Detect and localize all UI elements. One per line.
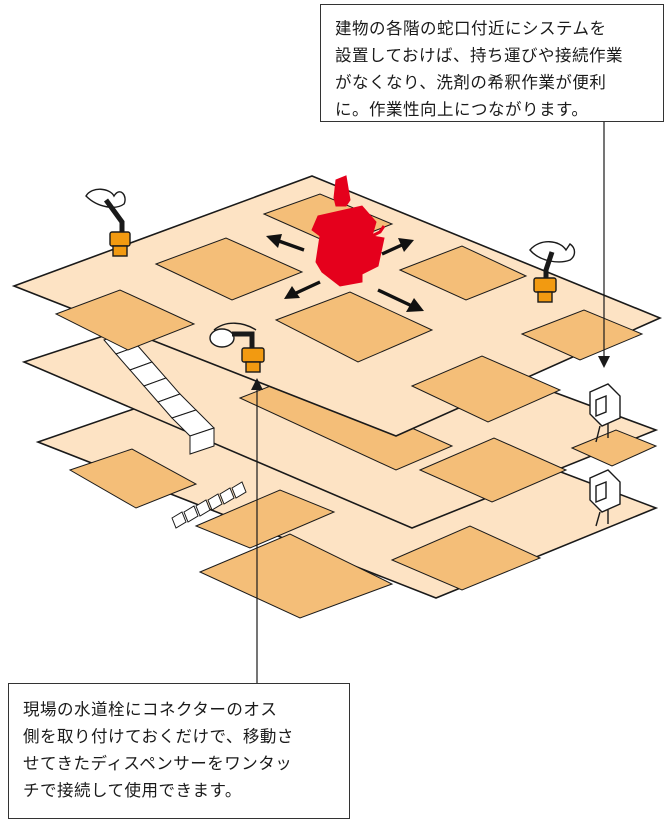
floor-bottom-room xyxy=(198,533,394,619)
callout-text-line: がなくなり、洗剤の希釈作業が便利 xyxy=(335,73,607,92)
staircase-bottom xyxy=(171,481,247,529)
callout-text-line: 設置しておけば、持ち運びや接続作業 xyxy=(335,46,624,65)
faucet-with-connector-icon xyxy=(85,188,131,257)
callout-text-line: 現場の水道栓にコネクターのオス xyxy=(23,700,278,719)
dispenser-machine-icon xyxy=(311,175,386,287)
wall-mounted-dispenser-icon xyxy=(589,469,621,527)
floor-top-room xyxy=(398,245,528,301)
callout-leader-top xyxy=(598,122,610,368)
floor-top-room xyxy=(54,289,196,351)
callout-leader-bottom xyxy=(251,378,263,683)
callout-text-line: チで接続して使用できます。 xyxy=(23,781,242,800)
floor-middle-room xyxy=(418,437,568,503)
callout-text-line: に。作業性向上につながります。 xyxy=(335,100,589,119)
floor-bottom-room xyxy=(390,525,542,591)
floor-top-room xyxy=(520,309,644,361)
movement-arrow-icon xyxy=(266,234,424,312)
floor-bottom-room xyxy=(68,448,198,509)
floor-middle-room xyxy=(570,429,658,467)
floor-top-room xyxy=(154,237,304,301)
faucet-with-connector-icon xyxy=(209,322,265,373)
faucet-with-connector-icon xyxy=(529,241,576,303)
staircase-middle xyxy=(103,331,215,455)
wall-mounted-dispenser-icon xyxy=(589,383,621,443)
floor-top-room xyxy=(410,355,562,423)
callout-text-line: 建物の各階の蛇口付近にシステムを xyxy=(335,19,607,38)
callout-text-line: せてきたディスペンサーをワンタッ xyxy=(23,754,293,773)
callout-box-top: 建物の各階の蛇口付近にシステムを 設置しておけば、持ち運びや接続作業 がなくなり… xyxy=(320,4,664,122)
floor-top xyxy=(11,175,663,437)
callout-text-line: 側を取り付けておくだけで、移動さ xyxy=(23,727,294,746)
floor-bottom-corridor-room xyxy=(194,489,336,549)
callout-box-bottom: 現場の水道栓にコネクターのオス 側を取り付けておくだけで、移動さ せてきたディス… xyxy=(8,683,350,819)
floor-top-room xyxy=(274,291,434,363)
